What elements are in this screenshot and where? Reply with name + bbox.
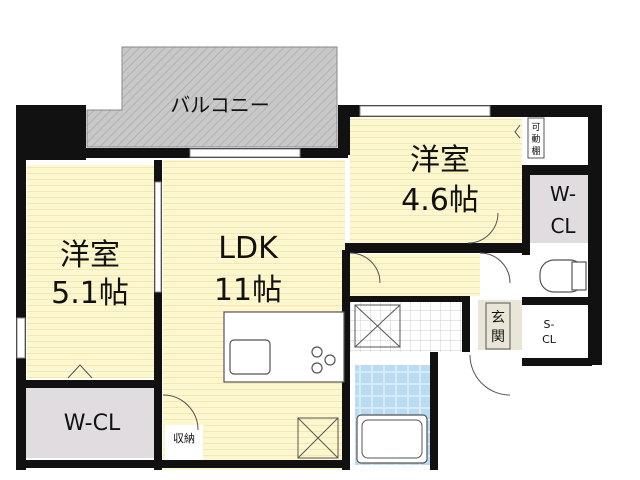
room-east: 洋室 4.6帖 [401, 143, 479, 218]
entrance: 玄 関 [485, 302, 511, 350]
wcl-west-floor [24, 388, 154, 458]
washroom-floor [350, 300, 462, 352]
room-east-name: 洋室 [410, 143, 470, 178]
svg-text:CL: CL [542, 333, 557, 346]
stove-burner [311, 362, 323, 374]
svg-text:玄: 玄 [491, 309, 505, 326]
door-swing [469, 354, 511, 396]
door-marker [67, 364, 93, 379]
stove-burner [311, 346, 323, 358]
balcony-label: バルコニー [170, 93, 270, 117]
balcony: バルコニー [86, 46, 338, 148]
wcl-east-floor [528, 175, 590, 243]
room-east-floor [350, 118, 522, 243]
wcl-east-label-part2: CL [550, 214, 576, 238]
windows [16, 105, 491, 359]
door-swing [467, 212, 499, 244]
svg-text:関: 関 [491, 329, 505, 345]
shoe-closet-floor [528, 305, 590, 360]
ldk-size: 11帖 [214, 273, 282, 308]
stove-burner [324, 354, 336, 366]
ldk-name: LDK [218, 231, 279, 266]
room-west: 洋室 5.1帖 [51, 238, 129, 311]
door-swing [479, 252, 511, 284]
ldk-room: LDK 11帖 [214, 231, 282, 308]
storage-label: 収納 [173, 432, 195, 445]
washer-space [354, 304, 401, 348]
door-swing [349, 252, 381, 284]
room-west-size: 5.1帖 [51, 276, 129, 311]
doors [67, 124, 521, 431]
wcl-east-label-part1: W- [550, 182, 576, 206]
shoe-closet: S- CL [542, 318, 557, 346]
room-west-floor [27, 165, 154, 378]
door-marker [514, 124, 521, 139]
wcl-west-label: W-CL [64, 411, 121, 436]
svg-text:可: 可 [531, 122, 540, 133]
svg-text:S-: S- [544, 318, 555, 331]
entrance-floor [478, 300, 522, 350]
fridge-space [297, 417, 339, 459]
bathtub [356, 414, 428, 464]
storage-floor [165, 425, 203, 460]
sink [229, 339, 271, 375]
room-east-size: 4.6帖 [401, 183, 479, 218]
hallway-floor [350, 254, 480, 296]
kitchen-counter [223, 311, 345, 383]
movable-shelf: 可 動 棚 [527, 117, 545, 159]
svg-text:棚: 棚 [531, 145, 540, 157]
svg-text:動: 動 [531, 134, 540, 145]
toilet [539, 259, 587, 293]
door-swing [162, 394, 199, 431]
room-west-name: 洋室 [60, 238, 120, 273]
